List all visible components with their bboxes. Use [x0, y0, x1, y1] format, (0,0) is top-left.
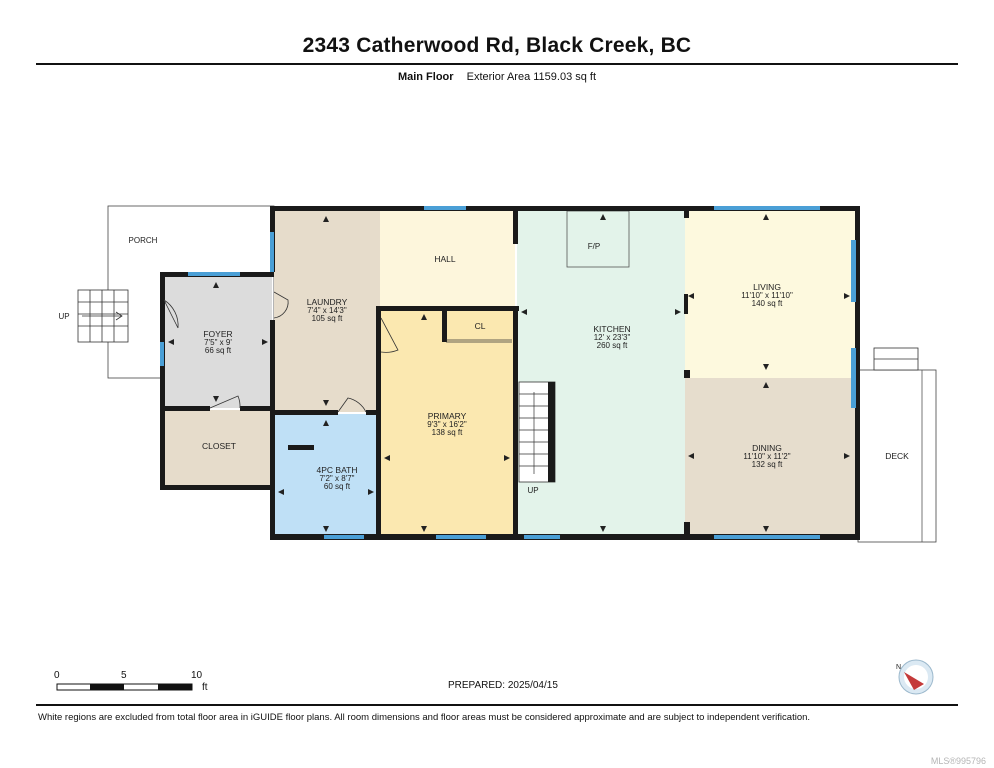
room-deck-fill	[857, 369, 937, 543]
scale-label-5: 5	[121, 670, 127, 681]
mls-number: MLS®995796	[930, 756, 986, 766]
foyer-dims: 7'5" x 9'	[204, 338, 232, 347]
room-primary-fill	[380, 310, 515, 538]
room-kitchen-fill	[517, 210, 685, 538]
laundry-area: 105 sq ft	[312, 314, 343, 323]
living-dims: 11'10" x 11'10"	[741, 291, 793, 300]
fp-label: F/P	[588, 242, 600, 251]
floor-name: Main Floor	[397, 71, 454, 83]
hall-label: HALL	[434, 254, 456, 264]
svg-text:N: N	[896, 664, 901, 671]
room-dining-fill	[685, 378, 855, 538]
deck-label: DECK	[885, 451, 909, 461]
dimension-markers	[168, 214, 850, 532]
foyer-label: FOYER	[203, 329, 232, 339]
prepared-date: PREPARED: 2025/04/15	[448, 680, 558, 691]
dining-area: 132 sq ft	[752, 460, 783, 469]
scale-label-10: 10	[191, 670, 203, 681]
footer-divider	[36, 704, 958, 706]
primary-area: 138 sq ft	[432, 428, 463, 437]
floor-subtitle: Main Floor Exterior Area 1159.03 sq ft	[0, 71, 994, 83]
bath-area: 60 sq ft	[324, 482, 351, 491]
room-hall-fill	[380, 210, 515, 308]
cl-label: CL	[475, 321, 486, 331]
deck-steps	[873, 347, 919, 371]
porch-up-label: UP	[58, 312, 69, 321]
scale-unit: ft	[202, 682, 208, 693]
kitchen-dims: 12' x 23'3"	[594, 333, 631, 342]
room-laundry-fill	[274, 210, 380, 412]
laundry-dims: 7'4" x 14'3"	[307, 306, 347, 315]
kitchen-area: 260 sq ft	[597, 341, 628, 350]
closet-label: CLOSET	[202, 441, 236, 451]
stairs-inner-up-label: UP	[527, 486, 538, 495]
bath-label: 4PC BATH	[317, 465, 358, 475]
page-title: 2343 Catherwood Rd, Black Creek, BC	[302, 34, 692, 57]
scale-bar	[56, 683, 193, 691]
bath-dims: 7'2" x 8'7"	[320, 474, 355, 483]
living-label: LIVING	[753, 282, 781, 292]
kitchen-label: KITCHEN	[593, 324, 630, 334]
scale-label-0: 0	[54, 670, 60, 681]
compass-icon: N	[896, 659, 934, 695]
dining-dims: 11'10" x 11'2"	[743, 452, 790, 461]
room-closet-fill	[164, 410, 272, 486]
living-area: 140 sq ft	[752, 299, 783, 308]
laundry-label: LAUNDRY	[307, 297, 348, 307]
walls	[160, 206, 860, 540]
porch-steps	[77, 289, 129, 343]
porch-label: PORCH	[129, 236, 158, 245]
dining-label: DINING	[752, 443, 782, 453]
room-bath-fill	[274, 414, 378, 538]
doors	[163, 291, 512, 413]
foyer-area: 66 sq ft	[205, 346, 232, 355]
stairs-inner: UP	[518, 381, 556, 495]
windows	[160, 206, 856, 539]
primary-dims: 9'3" x 16'2"	[427, 420, 467, 429]
primary-label: PRIMARY	[428, 411, 467, 421]
disclaimer-note: White regions are excluded from total fl…	[38, 712, 811, 723]
room-foyer-fill	[164, 277, 272, 408]
title-divider	[36, 63, 958, 65]
exterior-area: Exterior Area 1159.03 sq ft	[466, 71, 597, 83]
room-living-fill	[685, 210, 855, 378]
